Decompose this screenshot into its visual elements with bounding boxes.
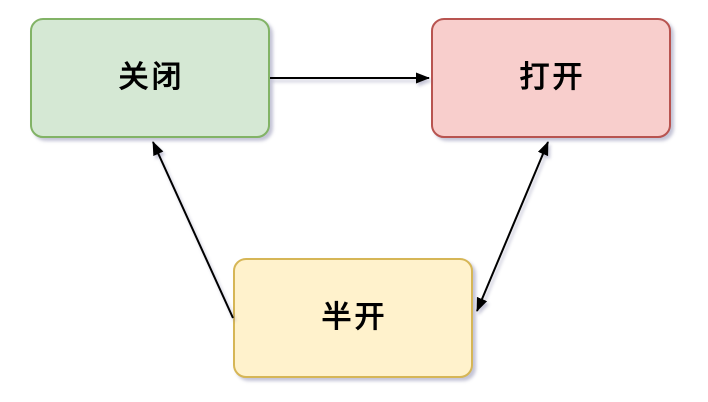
arrow-open-half-open-bidirectional (476, 141, 549, 312)
state-label-open: 打开 (519, 61, 586, 94)
state-node-closed: 关闭 (30, 18, 270, 138)
state-label-closed: 关闭 (118, 61, 185, 94)
arrow-half-open-to-closed (152, 141, 234, 319)
state-label-half-open: 半开 (321, 301, 388, 334)
state-node-open: 打开 (431, 18, 671, 138)
state-node-half-open: 半开 (233, 258, 473, 378)
